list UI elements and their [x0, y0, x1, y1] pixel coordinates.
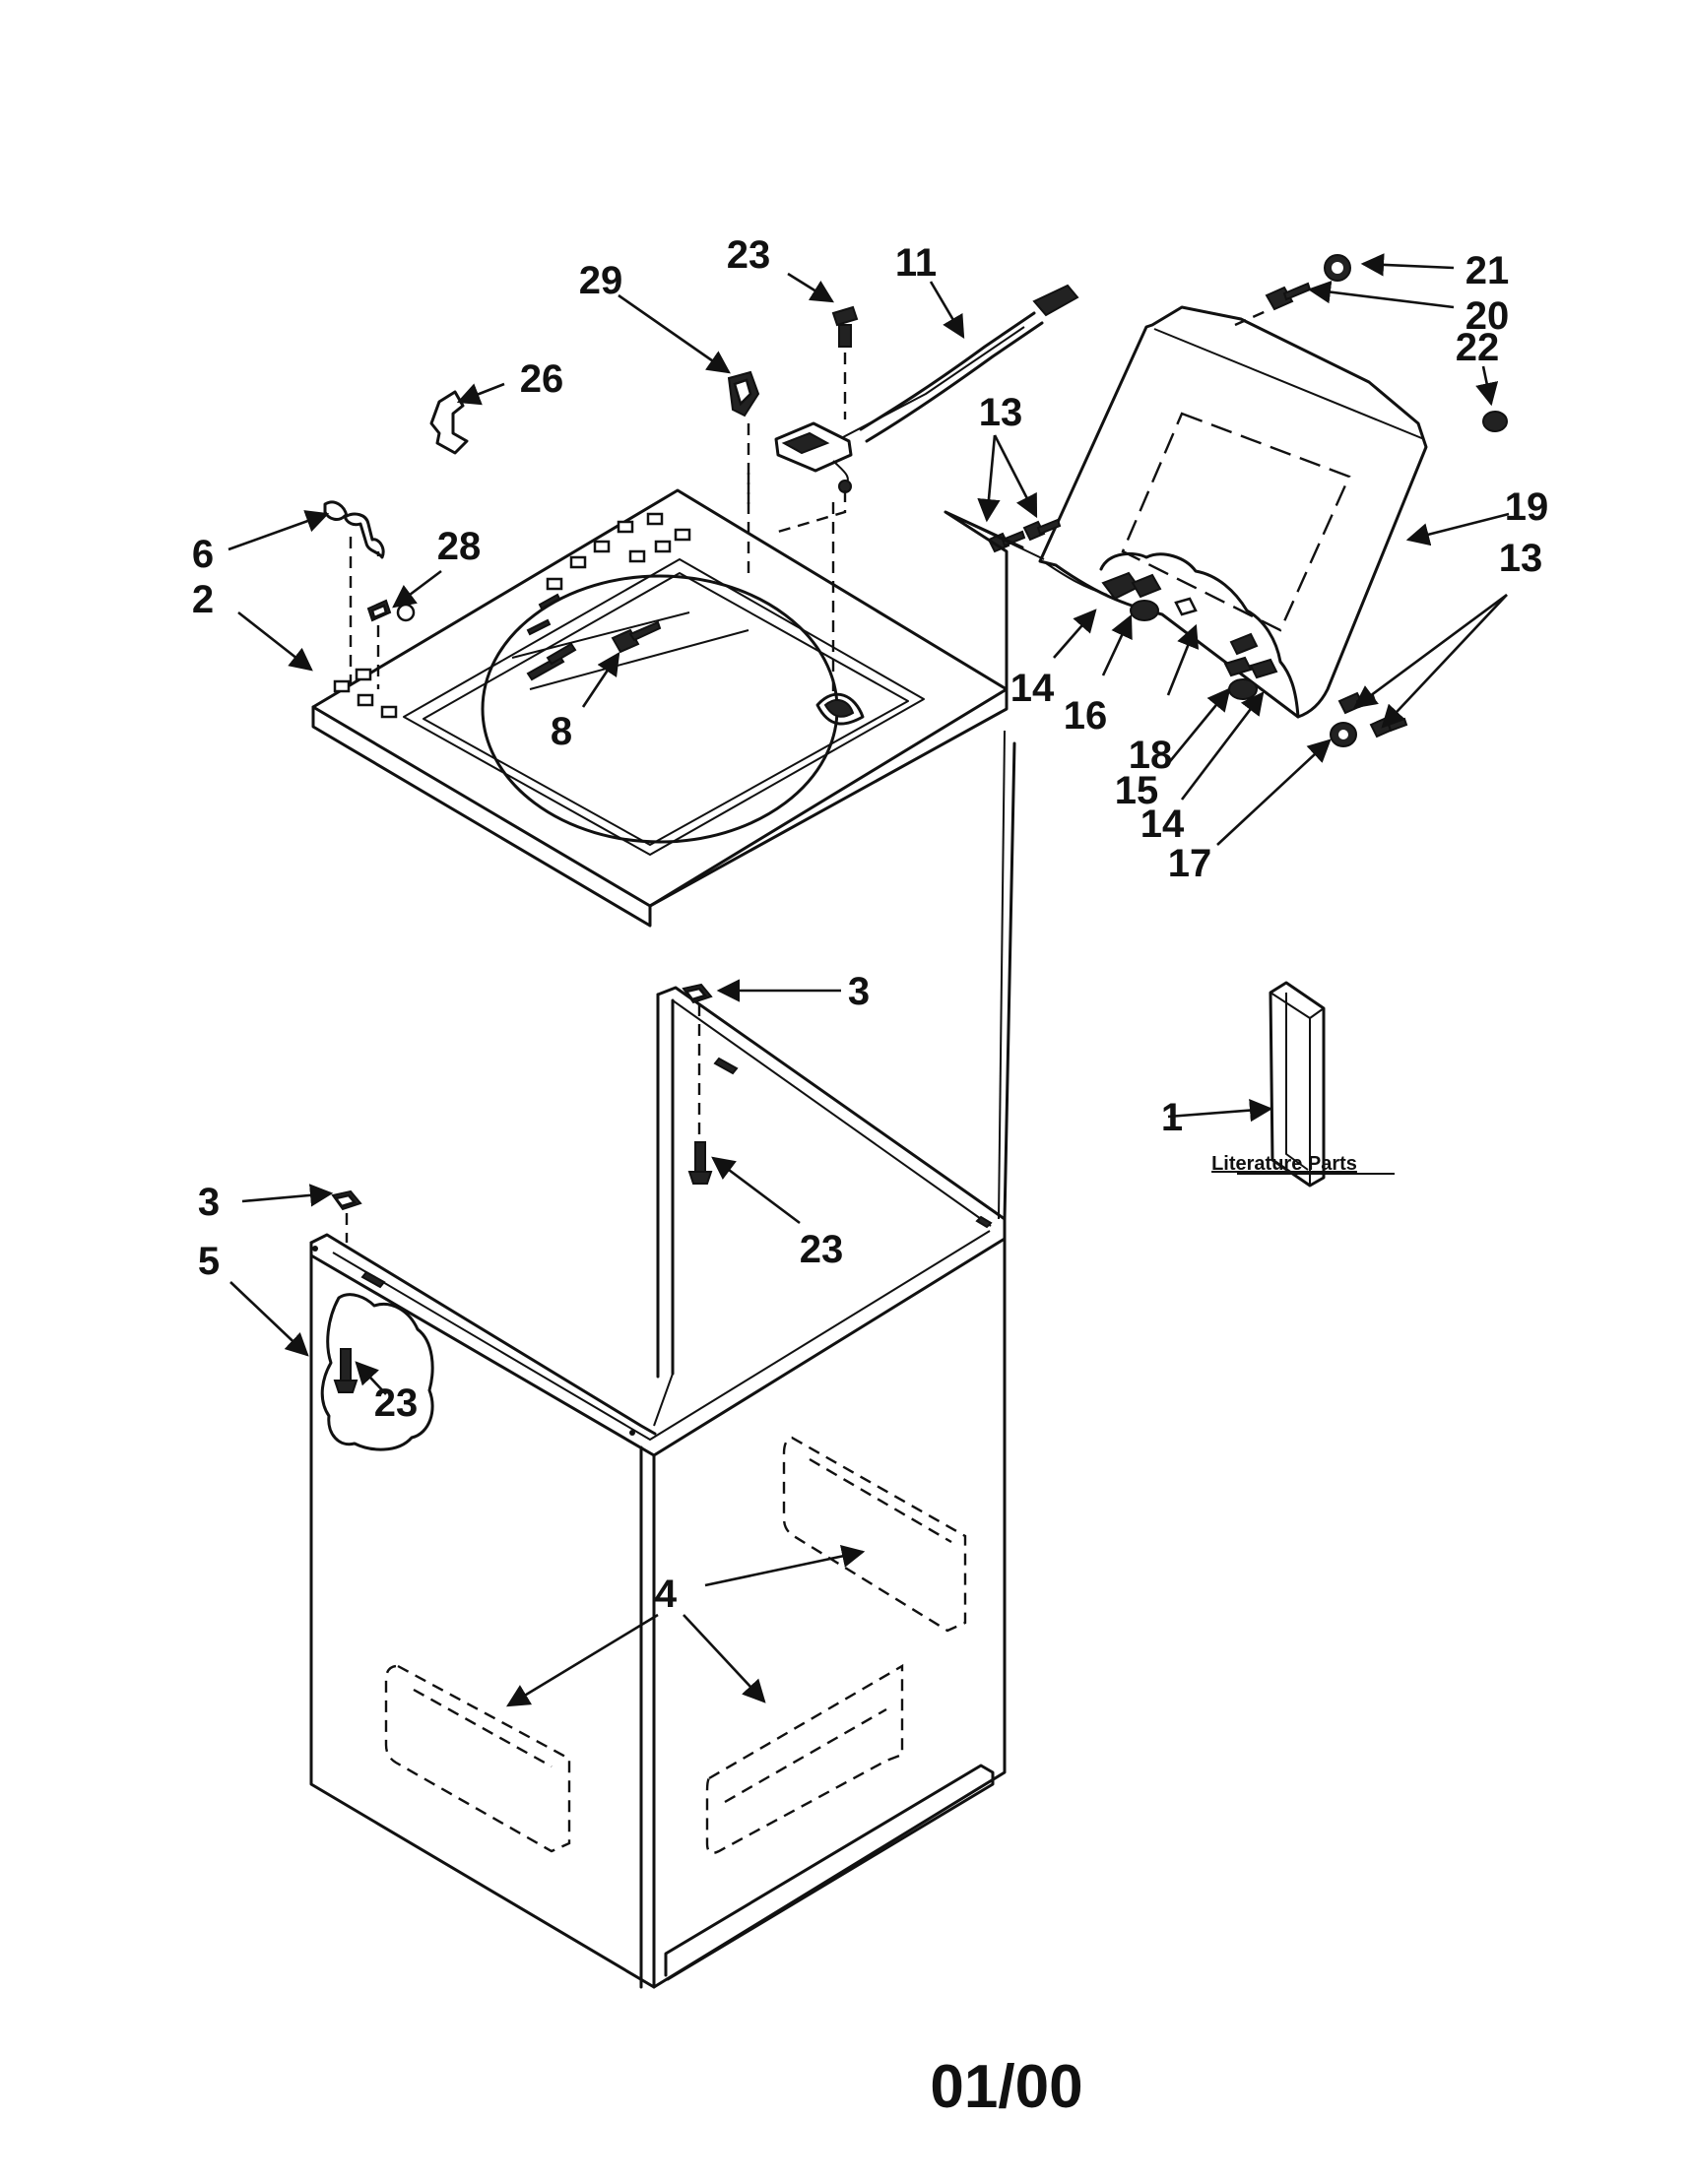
callout-2: 2 [192, 578, 214, 621]
callout-23-top: 23 [727, 233, 771, 277]
callout-6: 6 [192, 533, 214, 576]
callout-20: 20 [1465, 294, 1510, 338]
callout-8: 8 [551, 710, 572, 753]
bumper-21 [1324, 254, 1351, 282]
leader-lines [228, 253, 1510, 1707]
callout-13-lower: 13 [1499, 537, 1543, 580]
switch-cap [727, 370, 760, 418]
callout-5: 5 [198, 1240, 220, 1283]
callouts: 23 11 29 26 21 20 22 13 19 13 6 28 2 8 1… [192, 233, 1548, 1616]
callout-23-cabinet: 23 [374, 1381, 419, 1425]
cabinet [309, 986, 1007, 1989]
lid-switch-harness [774, 284, 1079, 493]
literature-parts-label: Literature Parts [1211, 1153, 1357, 1175]
footer-date-code: 01/00 [930, 2053, 1082, 2121]
hinge-clip [323, 500, 385, 559]
callout-23-post: 23 [800, 1228, 844, 1271]
callout-14-left: 14 [1010, 667, 1055, 710]
callout-29: 29 [579, 259, 623, 302]
clip-cabinet-left [331, 1189, 362, 1211]
callout-19: 19 [1505, 485, 1549, 529]
screw-top [831, 305, 859, 348]
small-clip [366, 599, 392, 622]
literature-parts [1269, 981, 1326, 1188]
lid [1038, 305, 1428, 719]
screw-back-post [687, 1141, 713, 1185]
callout-3-lower: 3 [198, 1181, 220, 1224]
callout-26: 26 [520, 357, 564, 401]
callout-21: 21 [1465, 249, 1510, 292]
bumper-22 [1482, 411, 1508, 432]
callout-3-upper: 3 [848, 970, 870, 1013]
clip-top-post [682, 983, 713, 1004]
callout-4: 4 [655, 1573, 678, 1616]
bolt [611, 620, 662, 654]
callout-1: 1 [1161, 1096, 1183, 1139]
callout-13-upper: 13 [979, 391, 1023, 434]
callout-18: 18 [1129, 734, 1173, 777]
callout-22: 22 [1456, 326, 1500, 369]
callout-16: 16 [1064, 694, 1108, 738]
installation-pads [384, 1436, 967, 1854]
callout-15: 15 [1115, 769, 1159, 812]
hinge-screws-lower [1330, 691, 1408, 747]
callout-14-right: 14 [1140, 803, 1185, 846]
callout-17: 17 [1168, 842, 1212, 885]
screw-20 [1265, 282, 1312, 311]
callout-11: 11 [895, 241, 937, 285]
top-panel [311, 488, 1009, 928]
callout-28: 28 [437, 525, 482, 568]
